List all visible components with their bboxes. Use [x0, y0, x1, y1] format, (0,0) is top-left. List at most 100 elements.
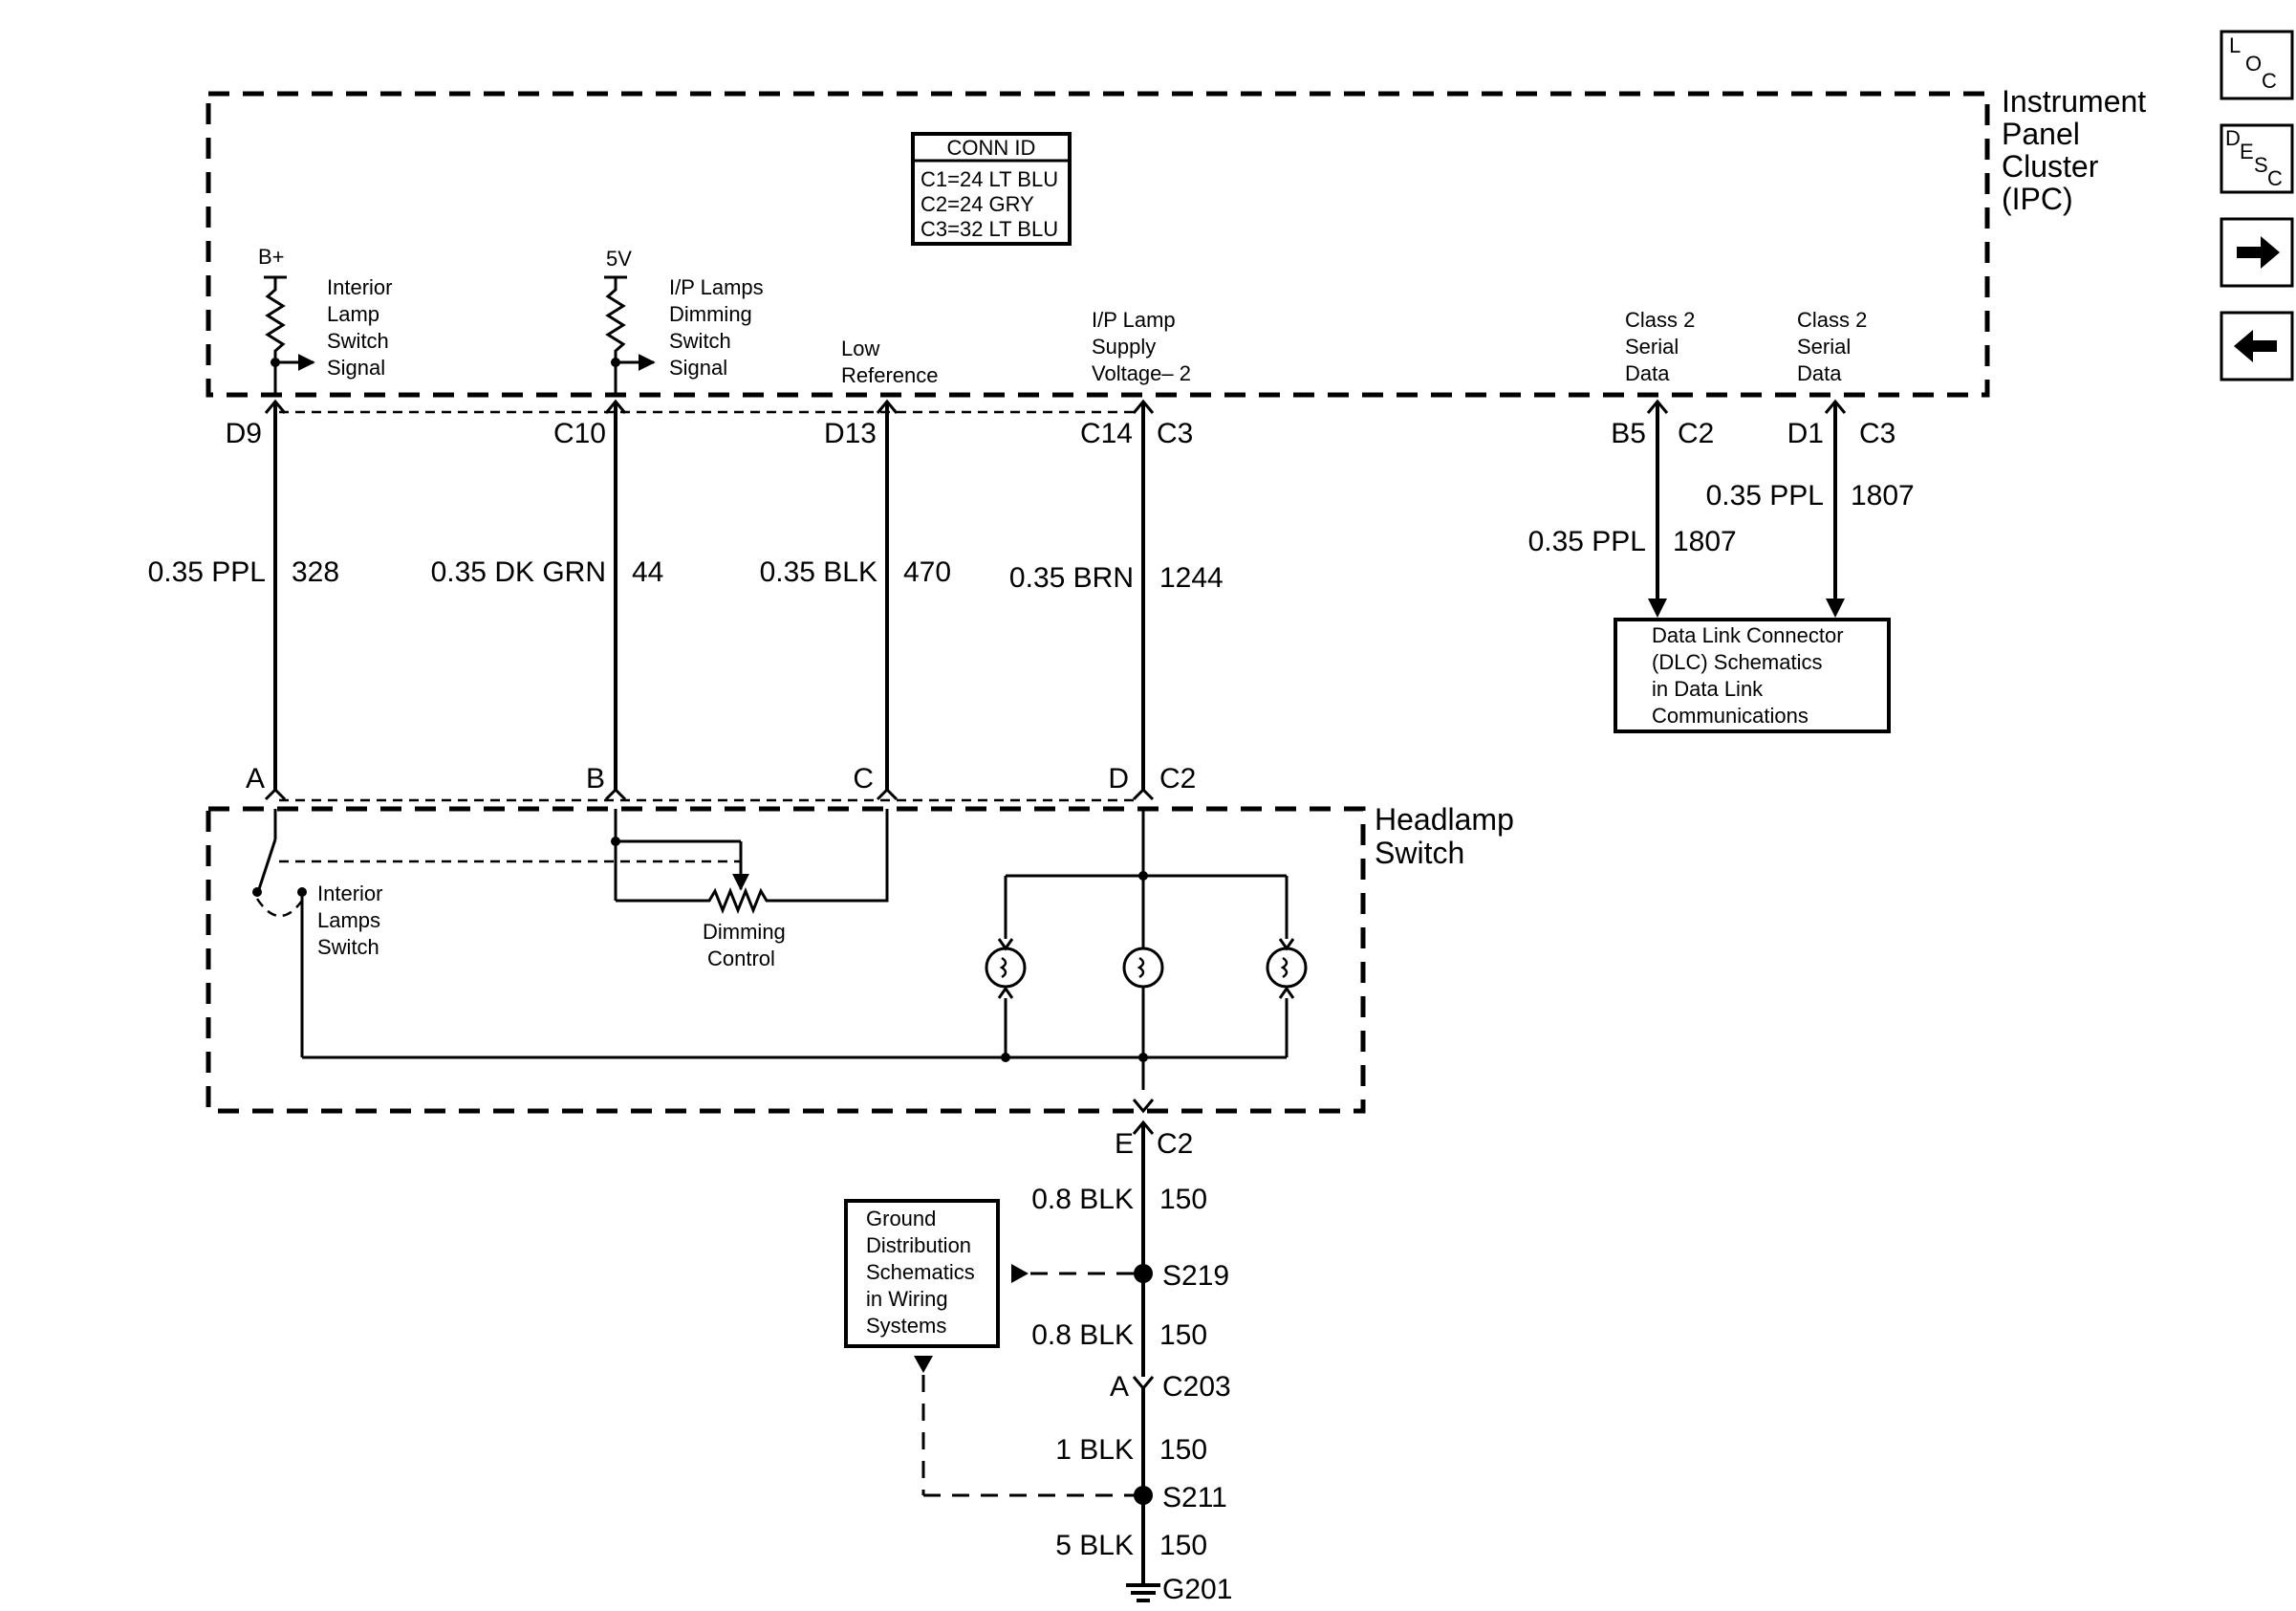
interior-switch-label: Switch	[317, 935, 379, 959]
desc-button[interactable]: D E S C	[2220, 123, 2294, 194]
lamp-bank	[302, 809, 1308, 1090]
circuit-label-line: Class 2	[1625, 308, 1695, 332]
supply-label: 5V	[606, 247, 632, 271]
ground-distribution-reference[interactable]: Ground Distribution Schematics in Wiring…	[844, 1199, 1000, 1348]
ref-box-line: Ground	[866, 1207, 936, 1230]
bulb-icon	[985, 938, 1027, 999]
wire-color: 1 BLK	[1055, 1434, 1134, 1466]
pin-label: A	[246, 763, 265, 795]
conn-id-row: C1=24 LT BLU	[921, 167, 1058, 191]
wire-d1	[1824, 399, 1847, 618]
circuit-number: 1244	[1159, 562, 1224, 594]
dlc-line: Communications	[1652, 704, 1809, 728]
circuit-number: 1807	[1673, 526, 1737, 557]
dlc-reference-box[interactable]: Data Link Connector (DLC) Schematics in …	[1614, 618, 1891, 733]
arrow-right-icon	[2237, 236, 2280, 269]
ipc-title-line1: Instrument	[2002, 84, 2146, 119]
interior-lamps-switch	[252, 809, 741, 1057]
connector-label: C3	[1859, 418, 1895, 449]
ref-box-line: in Wiring	[866, 1287, 948, 1311]
interior-switch-label: Interior	[317, 882, 382, 905]
circuit-label-line: Dimming	[669, 302, 752, 326]
circuit-label-line: Supply	[1092, 335, 1156, 359]
circuit-label-line: Signal	[669, 356, 727, 380]
ground-circuit	[1126, 1099, 1160, 1602]
loc-button[interactable]: L O C	[2220, 30, 2294, 100]
loc-letter: L	[2229, 33, 2241, 57]
next-page-button[interactable]	[2220, 217, 2294, 288]
circuit-number: 470	[903, 556, 951, 588]
pin-label: E	[1115, 1128, 1134, 1160]
splice-label: S211	[1162, 1482, 1227, 1513]
circuit-number: 150	[1159, 1530, 1207, 1561]
circuit-number: 150	[1159, 1434, 1207, 1466]
wire-color: 0.8 BLK	[1031, 1184, 1134, 1215]
circuit-label-line: Interior	[327, 275, 392, 299]
bulb-icon	[1122, 947, 1164, 989]
supply-label: B+	[258, 245, 285, 269]
wire-d9	[264, 399, 287, 801]
interior-switch-label: Lamps	[317, 908, 380, 932]
arrow-left-icon	[2234, 330, 2277, 362]
dimming-control-rheostat	[611, 809, 889, 915]
pin-label: C14	[1080, 418, 1133, 449]
circuit-label-line: Serial	[1797, 335, 1851, 359]
connector-label: C203	[1162, 1371, 1231, 1403]
loc-letter: O	[2245, 52, 2262, 76]
circuit-label-line: Data	[1625, 361, 1670, 385]
ground-icon	[1126, 1583, 1160, 1602]
five-volt-pullup-resistor: 5V	[604, 247, 656, 394]
ipc-module: Instrument Panel Cluster (IPC) CONN ID C…	[206, 84, 2146, 398]
headlamp-title-line1: Headlamp	[1375, 802, 1514, 837]
circuit-number: 44	[632, 556, 663, 588]
prev-page-button[interactable]	[2220, 311, 2294, 381]
circuit-label-line: Switch	[669, 329, 731, 353]
circuit-label-line: Switch	[327, 329, 389, 353]
pin-label: D9	[226, 418, 262, 449]
conn-id-row: C2=24 GRY	[921, 192, 1034, 216]
circuit-label-line: Class 2	[1797, 308, 1867, 332]
circuit-label-line: Voltage– 2	[1092, 361, 1191, 385]
conn-id-header: CONN ID	[947, 136, 1036, 160]
ground-label: G201	[1162, 1574, 1232, 1605]
dimming-control-label: Control	[707, 947, 775, 970]
wire-b5	[1646, 399, 1669, 618]
circuit-number: 328	[292, 556, 339, 588]
dlc-line: (DLC) Schematics	[1652, 650, 1822, 674]
pin-label: C10	[553, 418, 606, 449]
splice-label: S219	[1162, 1260, 1229, 1292]
pin-label: D13	[824, 418, 877, 449]
circuit-label-line: Data	[1797, 361, 1842, 385]
wire-color: 0.35 BRN	[1009, 562, 1134, 594]
ref-box-line: Systems	[866, 1314, 946, 1338]
b-plus-pullup-resistor: B+	[258, 245, 315, 394]
ipc-title-line3: Cluster	[2002, 149, 2099, 184]
pin-label: B	[586, 763, 605, 795]
ref-box-line: Distribution	[866, 1233, 971, 1257]
connector-label: C2	[1678, 418, 1714, 449]
circuit-label-line: Low	[841, 337, 879, 360]
connector-label: C2	[1159, 763, 1196, 795]
ipc-title-line4: (IPC)	[2002, 182, 2073, 216]
wire-d13	[876, 399, 899, 801]
wire-color: 0.35 DK GRN	[431, 556, 606, 588]
pin-label: D1	[1787, 418, 1824, 449]
wire-c10	[604, 399, 627, 801]
wire-color: 0.35 BLK	[760, 556, 877, 588]
ipc-title-line2: Panel	[2002, 117, 2080, 151]
desc-letter: E	[2240, 140, 2254, 163]
wire-color: 0.35 PPL	[148, 556, 266, 588]
circuit-label-line: I/P Lamp	[1092, 308, 1176, 332]
ground-reference-links	[914, 1264, 1143, 1497]
desc-letter: S	[2254, 153, 2268, 177]
pin-label: B5	[1611, 418, 1646, 449]
wire-color: 0.35 PPL	[1706, 480, 1824, 512]
wire-color: 0.8 BLK	[1031, 1319, 1134, 1351]
ref-box-line: Schematics	[866, 1260, 975, 1284]
connector-label: C2	[1157, 1128, 1193, 1160]
circuit-number: 150	[1159, 1184, 1207, 1215]
circuit-label-line: Serial	[1625, 335, 1679, 359]
circuit-label-line: I/P Lamps	[669, 275, 764, 299]
pin-label: D	[1108, 763, 1129, 795]
